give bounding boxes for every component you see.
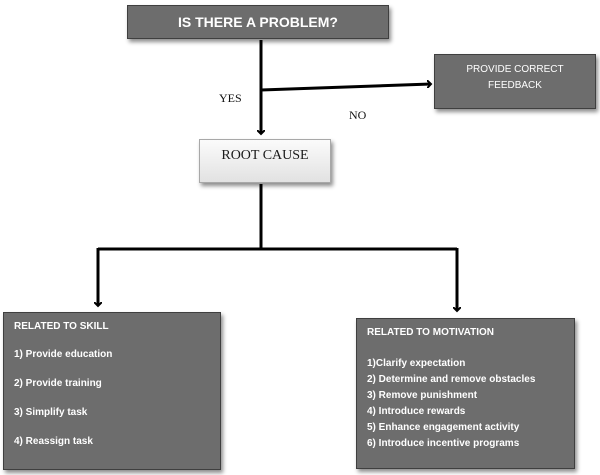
motivation-item: 6) Introduce incentive programs — [367, 438, 520, 449]
motivation-item: 4) Introduce rewards — [367, 406, 466, 417]
problem-question-text: IS THERE A PROBLEM? — [178, 14, 338, 30]
skill-box: RELATED TO SKILL 1) Provide education 2)… — [3, 312, 221, 470]
motivation-item: 3) Remove punishment — [367, 390, 478, 401]
feedback-text-line2: FEEDBACK — [488, 80, 542, 91]
feedback-text-line1: PROVIDE CORRECT — [466, 64, 564, 75]
root-cause-box: ROOT CAUSE — [199, 139, 331, 183]
skill-heading: RELATED TO SKILL — [14, 321, 109, 332]
connector-no-to-feedback — [260, 84, 431, 92]
problem-question-box: IS THERE A PROBLEM? — [127, 5, 389, 39]
skill-item: 2) Provide training — [14, 378, 102, 389]
skill-item: 3) Simplify task — [14, 407, 88, 418]
motivation-box: RELATED TO MOTIVATION 1)Clarify expectat… — [356, 318, 575, 469]
root-cause-text: ROOT CAUSE — [221, 148, 309, 163]
skill-item: 4) Reassign task — [14, 436, 93, 447]
skill-item: 1) Provide education — [14, 349, 113, 360]
no-label: NO — [349, 108, 367, 122]
motivation-item: 2) Determine and remove obstacles — [367, 374, 536, 385]
motivation-item: 1)Clarify expectation — [367, 358, 466, 369]
motivation-item: 5) Enhance engagement activity — [367, 422, 520, 433]
motivation-heading: RELATED TO MOTIVATION — [367, 327, 495, 338]
yes-label: YES — [219, 91, 242, 105]
feedback-box: PROVIDE CORRECT FEEDBACK — [434, 54, 596, 109]
